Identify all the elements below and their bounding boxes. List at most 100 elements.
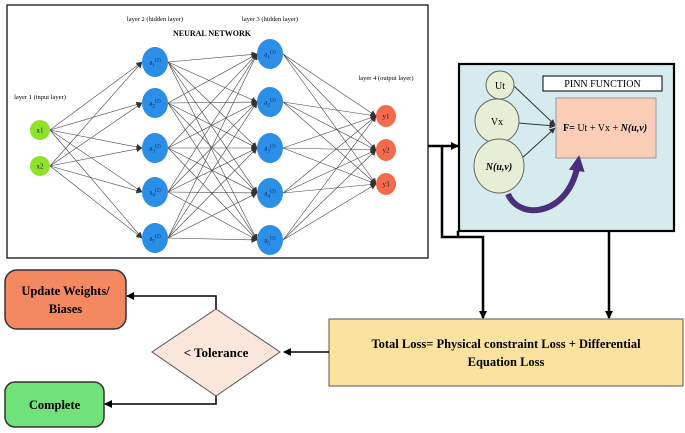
node-layer2-5 — [142, 223, 168, 253]
edge-l2-2-l3-4 — [167, 147, 258, 241]
total-loss-box — [328, 318, 684, 387]
node-layer2-4 — [142, 177, 168, 207]
layer-2-label: layer 2 (hidden layer) — [127, 16, 183, 23]
decision-to-complete-arrow — [104, 396, 217, 408]
layer-3-label: layer 3 (hidden layer) — [242, 16, 298, 23]
edge-l3-2-l4-2 — [282, 147, 377, 185]
edge-l2-4-l3-1 — [167, 101, 258, 239]
node-layer3-4 — [257, 178, 283, 208]
edge-l2-3-l3-0 — [167, 53, 258, 193]
edge-l2-4-l3-2 — [167, 147, 258, 239]
edge-l3-4-l4-0 — [282, 115, 377, 241]
edge-l2-1-l3-4 — [167, 102, 258, 241]
node-layer3-3 — [257, 133, 283, 163]
update-weights-line1: Update Weights/ — [21, 284, 110, 298]
edge-l3-0-l4-2 — [282, 53, 377, 185]
node-label-layer1-1: x1 — [37, 127, 45, 135]
pinn-title-box — [542, 75, 663, 92]
edge-l3-4-l4-2 — [282, 183, 377, 241]
edge-l2-1-l3-2 — [167, 102, 258, 149]
vx-label: Vx — [491, 117, 503, 128]
total-loss-line1: Total Loss= Physical constraint Loss + D… — [371, 337, 641, 351]
n-to-f-arrow — [519, 127, 556, 161]
node-label-layer4-3: y3 — [383, 181, 391, 189]
pinn-title: PINN FUNCTION — [564, 79, 640, 90]
node-label-layer4-2: y2 — [383, 147, 391, 155]
edge-l2-0-l3-0 — [167, 51, 258, 63]
node-label-layer2-2: a2(2) — [149, 100, 161, 110]
complete-box — [4, 381, 105, 428]
formula-text: F= Ut + Vx + N(u,v) — [563, 123, 647, 134]
n-func-label: N(u,v) — [485, 162, 512, 173]
node-label-layer2-3: a3(2) — [149, 145, 161, 155]
node-layer3-1 — [257, 39, 283, 69]
edge-l3-3-l4-1 — [282, 149, 377, 194]
edge-l3-1-l4-1 — [282, 101, 377, 151]
edge-l2-3-l3-4 — [167, 191, 258, 241]
node-label-layer4-1: y1 — [383, 113, 391, 121]
edge-l2-0-l3-3 — [167, 61, 258, 194]
edge-l2-1-l3-1 — [167, 99, 258, 106]
edge-l3-0-l4-1 — [282, 53, 377, 151]
node-layer3-5 — [257, 225, 283, 255]
node-label-layer3-1: a1(3) — [264, 51, 276, 61]
edge-l3-2-l4-0 — [282, 114, 377, 149]
edge-l1-1-l2-0 — [49, 61, 143, 167]
edge-l2-3-l3-1 — [167, 101, 258, 193]
neural-network-title: NEURAL NETWORK — [173, 29, 252, 38]
node-label-layer3-5: a5(3) — [264, 237, 276, 247]
edge-l1-1-l2-4 — [49, 165, 143, 239]
edge-l2-2-l3-0 — [167, 53, 258, 149]
decision-to-update-arrow — [126, 292, 217, 309]
edge-l1-1-l2-2 — [49, 146, 143, 167]
n-func-node — [473, 138, 525, 194]
network-nodes: x1 x2 a1(2) a2(2) a3(2) a4(2) a5(2) a1(3) a2(3) a… — [30, 39, 396, 255]
edge-l2-4-l3-3 — [167, 192, 258, 239]
layer-1-label: layer 1 (input layer) — [14, 94, 66, 101]
node-label-layer3-2: a2(3) — [264, 99, 276, 109]
node-layer4-2 — [376, 139, 396, 161]
edge-l1-0-l2-2 — [49, 129, 143, 150]
update-weights-box — [4, 269, 127, 330]
vx-to-f-arrow — [517, 122, 556, 129]
node-layer2-1 — [142, 47, 168, 77]
node-layer1-1 — [30, 120, 50, 140]
node-layer2-3 — [142, 133, 168, 163]
node-layer1-2 — [30, 156, 50, 176]
nn-to-loss-connector — [440, 146, 487, 319]
edge-l3-2-l4-1 — [282, 146, 377, 153]
edge-l1-1-l2-1 — [49, 102, 143, 167]
node-layer3-2 — [257, 87, 283, 117]
node-label-layer2-1: a1(2) — [149, 59, 161, 69]
edge-l2-0-l3-2 — [167, 61, 258, 149]
node-label-layer1-2: x2 — [37, 163, 45, 171]
node-label-layer3-4: a4(3) — [264, 190, 276, 200]
formula-box — [555, 97, 657, 159]
total-loss-line2: Equation Loss — [468, 355, 545, 369]
node-label-layer2-4: a4(2) — [149, 189, 161, 199]
ut-label: Ut — [495, 81, 505, 92]
ut-to-f-arrow — [513, 85, 556, 126]
edge-l3-3-l4-0 — [282, 115, 377, 194]
edge-l2-3-l3-3 — [167, 189, 258, 196]
tolerance-label: < Tolerance — [184, 345, 249, 360]
layer-4-label: layer 4 (output layer) — [358, 75, 413, 82]
edge-l1-0-l2-4 — [49, 129, 143, 239]
node-label-layer2-5: a5(2) — [149, 235, 161, 245]
complete-label: Complete — [29, 398, 81, 412]
edge-l2-1-l3-0 — [167, 53, 258, 104]
network-connections — [49, 51, 377, 243]
curved-feedback-arrow — [505, 155, 585, 214]
node-layer2-2 — [142, 88, 168, 118]
edge-l2-4-l3-4 — [167, 236, 258, 243]
node-label-layer3-3: a3(3) — [264, 145, 276, 155]
neural-network-frame — [6, 4, 429, 259]
edge-l2-0-l3-1 — [167, 61, 258, 103]
edge-l2-0-l3-4 — [167, 61, 258, 241]
update-weights-line2: Biases — [49, 302, 82, 316]
edge-l3-1-l4-2 — [282, 101, 377, 185]
node-layer4-3 — [376, 173, 396, 195]
edge-l1-0-l2-1 — [49, 101, 143, 131]
edge-l2-4-l3-0 — [167, 53, 258, 239]
